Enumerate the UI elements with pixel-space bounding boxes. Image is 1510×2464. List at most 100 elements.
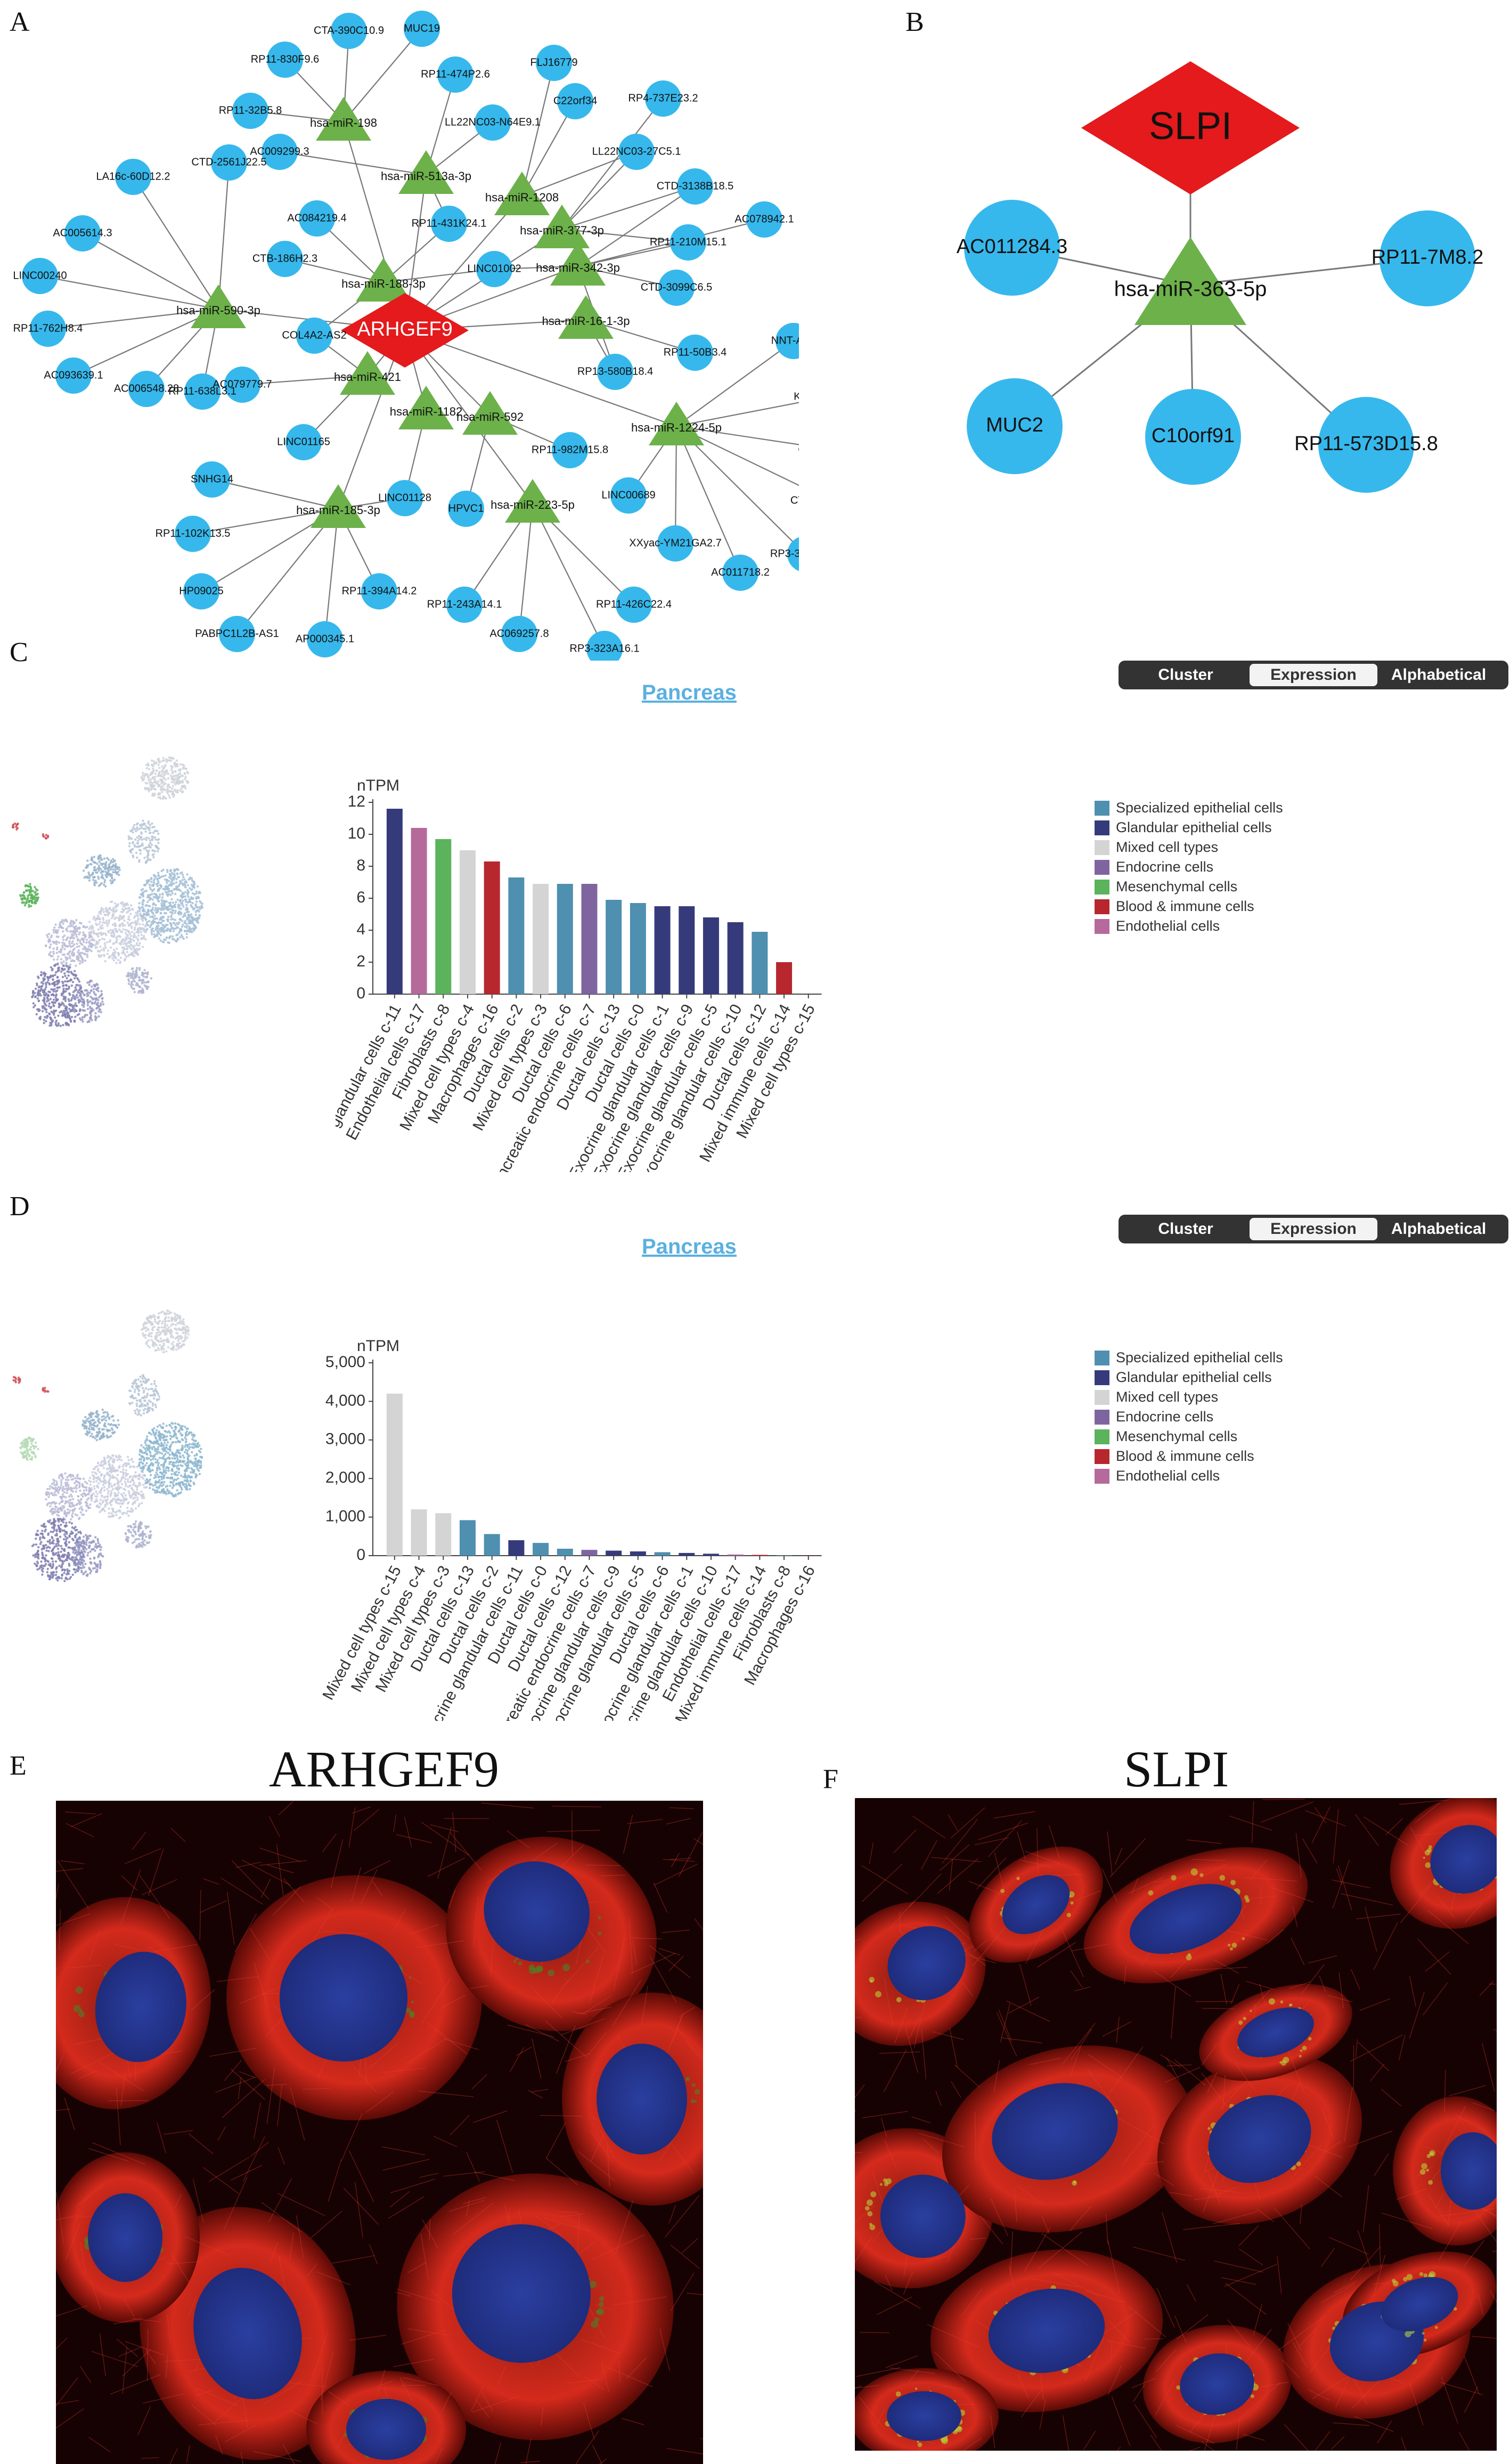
umap-point (38, 1017, 40, 1019)
umap-point (149, 1487, 151, 1489)
umap-point (102, 1508, 104, 1510)
umap-point (93, 1468, 95, 1470)
umap-point (145, 1318, 148, 1320)
umap-point (111, 917, 113, 919)
umap-point (146, 1393, 148, 1395)
lncrna-label: MUC19 (404, 22, 440, 34)
umap-point (87, 1493, 89, 1495)
umap-point (67, 1023, 69, 1026)
umap-point (103, 938, 105, 940)
umap-point (112, 1510, 115, 1512)
umap-point (127, 1486, 129, 1488)
umap-point (172, 770, 174, 772)
tissue-link-pancreas[interactable]: Pancreas (642, 681, 737, 705)
umap-point (137, 842, 139, 844)
edge (522, 63, 554, 196)
umap-point (156, 1336, 158, 1338)
umap-point (61, 1488, 63, 1490)
umap-point (47, 1496, 50, 1498)
umap-point (40, 981, 43, 983)
umap-point (175, 1441, 177, 1443)
umap-point (179, 1320, 182, 1322)
umap-point (141, 839, 143, 841)
umap-point (109, 867, 111, 869)
expression-button[interactable]: Expression (1250, 664, 1377, 686)
umap-point (156, 935, 158, 937)
umap-point (184, 915, 186, 917)
umap-point (108, 1516, 110, 1518)
umap-point (113, 1498, 115, 1500)
umap-point (138, 1458, 141, 1460)
lncrna-label: C10orf91 (1152, 425, 1235, 447)
umap-point (143, 1381, 145, 1383)
umap-point (53, 964, 55, 966)
umap-point (143, 928, 145, 930)
umap-point (129, 909, 131, 911)
umap-point (68, 986, 70, 988)
umap-point (53, 1487, 55, 1490)
umap-point (95, 1016, 97, 1019)
umap-point (148, 1409, 150, 1411)
umap-point (126, 1512, 128, 1515)
umap-point (147, 1322, 149, 1324)
umap-point (46, 1000, 48, 1002)
umap-point (55, 941, 58, 943)
umap-point (42, 991, 44, 993)
umap-point (47, 990, 50, 993)
umap-point (81, 1483, 83, 1485)
alphabetical-button[interactable]: Alphabetical (1377, 1218, 1500, 1240)
alphabetical-button[interactable]: Alphabetical (1377, 664, 1500, 686)
umap-point (66, 1492, 68, 1494)
umap-point (104, 874, 107, 876)
umap-point (152, 907, 154, 909)
cluster-button[interactable]: Cluster (1122, 1218, 1250, 1240)
expression-button[interactable]: Expression (1250, 1218, 1377, 1240)
umap-point (81, 1495, 84, 1498)
umap-point (172, 795, 174, 798)
umap-point (55, 1506, 57, 1508)
umap-point (161, 896, 164, 898)
umap-point (166, 930, 168, 932)
umap-point (167, 1329, 169, 1331)
umap-point (78, 945, 80, 947)
umap-point (86, 1014, 88, 1016)
umap-point (174, 770, 176, 772)
cluster-button[interactable]: Cluster (1122, 664, 1250, 686)
umap-point (159, 778, 161, 780)
umap-point (41, 1005, 43, 1007)
tissue-link-pancreas[interactable]: Pancreas (642, 1235, 737, 1259)
umap-point (27, 885, 29, 887)
umap-point (157, 764, 159, 766)
umap-point (60, 1024, 62, 1027)
umap-point (169, 1448, 171, 1450)
umap-point (72, 931, 75, 933)
umap-point (118, 918, 120, 920)
umap-point (129, 913, 132, 915)
umap-point (66, 930, 68, 932)
umap-point (97, 950, 99, 952)
umap-point (108, 1512, 110, 1514)
umap-point (74, 977, 76, 979)
lncrna-label: CTB-186H2.3 (252, 253, 317, 264)
umap-point (89, 945, 92, 947)
umap-point (138, 977, 140, 979)
umap-point (163, 1464, 165, 1466)
umap-point (55, 1481, 58, 1483)
umap-point (134, 1494, 136, 1496)
umap-point (82, 1001, 84, 1003)
umap-point (179, 763, 182, 766)
umap-point (69, 955, 71, 957)
umap-point (152, 1327, 154, 1329)
umap-point (62, 1486, 64, 1488)
mirna-label: hsa-miR-16-1-3p (542, 314, 630, 328)
umap-point (148, 768, 150, 770)
umap-point (89, 942, 92, 945)
lncrna-label: AP000345.1 (296, 633, 354, 645)
umap-point (134, 929, 136, 931)
umap-point (55, 952, 58, 954)
lncrna-label: LA16c-60D12.2 (96, 170, 170, 182)
umap-point (45, 1020, 47, 1022)
umap-point (108, 912, 110, 914)
umap-point (93, 1476, 95, 1478)
